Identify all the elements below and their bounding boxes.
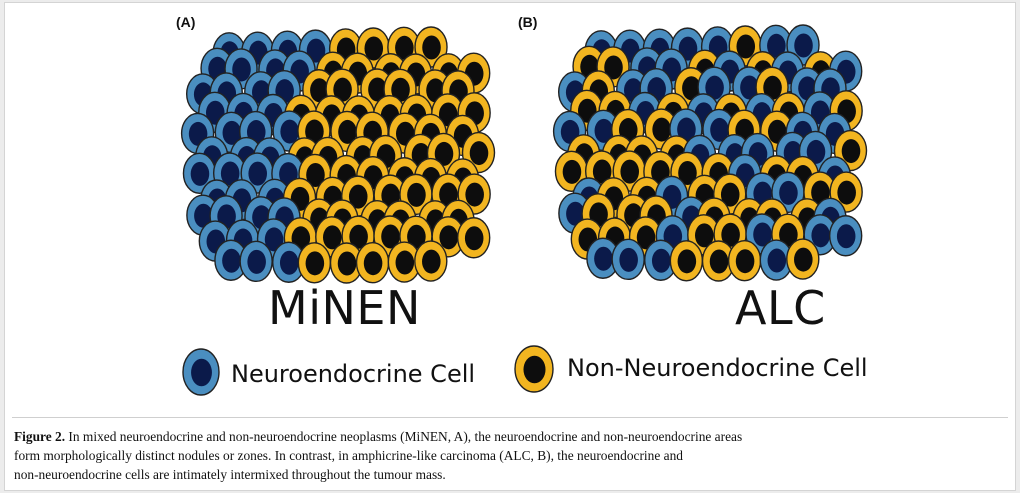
legend-neuroendocrine-cell-icon (182, 348, 220, 396)
caption-line-1: Figure 2. In mixed neuroendocrine and no… (14, 427, 1010, 446)
caption-divider (12, 417, 1008, 418)
non-neuroendocrine-cell (514, 345, 554, 393)
caption-line-3: non-neuroendocrine cells are intimately … (14, 467, 446, 482)
minen-cell-cluster (180, 26, 496, 284)
neuroendocrine-cell (182, 348, 220, 396)
alc-cell-cluster (552, 24, 868, 282)
caption-figure-label: Figure 2. (14, 429, 66, 444)
non-neuroendocrine-cell (387, 241, 422, 283)
non-neuroendocrine-cell (414, 240, 448, 282)
non-neuroendocrine-cell (456, 217, 491, 259)
non-neuroendocrine-cell (701, 240, 736, 282)
neuroendocrine-cell (214, 239, 248, 281)
caption-line-1-text: In mixed neuroendocrine and non-neuroend… (65, 429, 743, 444)
panel-a-label: (A) (176, 14, 196, 30)
neuroendocrine-cell (828, 215, 863, 257)
legend-neuroendocrine-label: Neuroendocrine Cell (231, 360, 476, 388)
legend-non-neuroendocrine-cell-icon (514, 345, 554, 393)
neuroendocrine-cell (239, 240, 273, 283)
minen-title: MiNEN (268, 281, 421, 335)
non-neuroendocrine-cell (355, 242, 390, 284)
caption-line-2: form morphologically distinct nodules or… (14, 448, 683, 463)
figure-caption: Figure 2. In mixed neuroendocrine and no… (14, 427, 1010, 484)
neuroendocrine-cell (272, 241, 306, 283)
non-neuroendocrine-cell (786, 238, 820, 280)
panel-b-label: (B) (518, 14, 538, 30)
legend-non-neuroendocrine-label: Non-Neuroendocrine Cell (567, 354, 868, 382)
non-neuroendocrine-cell (727, 240, 762, 282)
neuroendocrine-cell (611, 238, 645, 281)
neuroendocrine-cell (759, 239, 794, 281)
non-neuroendocrine-cell (329, 242, 364, 284)
non-neuroendocrine-cell (297, 242, 332, 284)
alc-title: ALC (735, 281, 826, 335)
non-neuroendocrine-cell (669, 240, 704, 282)
